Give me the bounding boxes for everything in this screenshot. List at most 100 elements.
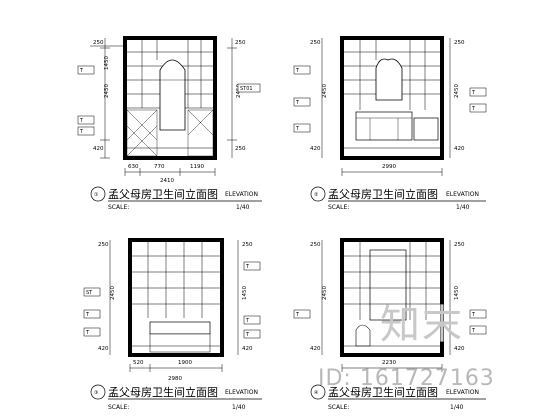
elevation-drawing-3: 250 2450 420 250 1450 420 520 1900 2980 …: [83, 238, 262, 411]
material-tag-left-1: T: [295, 68, 300, 74]
sink-cabinet: [149, 333, 211, 353]
tile-grid: [344, 242, 440, 320]
right-dim-3: 420: [454, 346, 465, 352]
left-dim-3: 420: [98, 346, 109, 352]
tile-grid: [344, 40, 440, 110]
elevation-panel-3: 250 2450 420 250 1450 420 520 1900 2980 …: [0, 210, 270, 415]
drawing-number-circle: [90, 384, 106, 400]
scale-label-2: SCALE:: [328, 204, 349, 211]
drawing-number: ①: [94, 192, 99, 198]
material-tag-right-3: T: [245, 332, 250, 338]
right-dim-3: 420: [454, 146, 465, 152]
left-dim-2: 2450: [322, 84, 328, 98]
bottom-dim-1: 630: [128, 164, 139, 170]
material-tag-left-1: ST: [86, 290, 93, 296]
right-dim-1: 250: [454, 40, 465, 46]
material-tag-left-1: T: [295, 312, 300, 318]
drawing-number: ③: [94, 390, 98, 396]
scale-value-1: 1/40: [236, 204, 250, 211]
material-tag-left-2: T: [295, 100, 300, 106]
counter-top: [149, 321, 211, 335]
material-tag-right-2: T: [471, 328, 476, 334]
material-tag-left-2: T: [85, 312, 90, 318]
scale-value: 1/40: [450, 404, 464, 411]
left-dim-3: 420: [310, 146, 321, 152]
elevation-label: ELEVATION: [225, 389, 258, 396]
drawing-title: 孟父母房卫生间立面图: [328, 187, 438, 201]
scale-label-1: SCALE:: [108, 204, 129, 211]
arched-mirror: [159, 59, 186, 131]
bottom-total: 2980: [168, 376, 182, 382]
left-dim-1: 1450: [104, 56, 110, 70]
material-tag-right-1: T: [471, 312, 476, 318]
elevation-label: ELEVATION: [446, 389, 479, 396]
drawing-title: 孟父母房卫生间立面图: [328, 385, 438, 399]
left-dim-2: 2450: [322, 286, 328, 300]
shower-glass: [369, 249, 407, 321]
drawing-number: ④: [314, 390, 319, 396]
material-tag-right-1: ST01: [240, 86, 253, 92]
drawing-number-circle: [310, 186, 326, 202]
left-dim-2: 2450: [110, 286, 116, 300]
right-dim-1: 250: [454, 242, 465, 248]
right-dim-1: 250: [235, 40, 246, 46]
left-dim-3: 420: [310, 346, 321, 352]
scale-label: SCALE:: [108, 404, 129, 411]
scale-row-top: SCALE: 1/40 SCALE: 1/40: [108, 204, 470, 211]
toilet: [355, 324, 371, 347]
tile-grid: [127, 40, 213, 109]
bottom-dim-1: 520: [133, 360, 144, 366]
drawing-title: 孟父母房卫生间立面图: [108, 385, 218, 399]
bottom-total: 2410: [160, 178, 174, 184]
bottom-dim-1: 2990: [382, 164, 396, 170]
watermark-id: ID: 161727163: [318, 366, 495, 391]
top-dim: 250: [98, 242, 109, 248]
elevation-label: ELEVATION: [446, 191, 479, 198]
left-dim-3: 420: [93, 146, 104, 152]
material-tag-right-2: T: [471, 106, 476, 112]
bathtub: [413, 117, 439, 141]
material-tag-left-1: T: [79, 68, 84, 74]
material-tag-right-1: T: [245, 264, 250, 270]
bottom-dim-1: 2230: [382, 360, 396, 366]
right-dim-2: 1450: [242, 286, 248, 300]
wall-frame: [128, 238, 224, 357]
wall-frame: [340, 36, 444, 160]
right-dim-2: 2450: [454, 84, 460, 98]
vanity-cabinet: [355, 111, 413, 141]
drawing-number-circle: [90, 186, 106, 202]
elevation-panel-1: 250 2450 1450 420 250 2450 250 630 770 1…: [0, 0, 270, 205]
bottom-dim-2: 1900: [178, 360, 192, 366]
ornate-mirror: [375, 58, 403, 101]
elevation-label: ELEVATION: [225, 191, 258, 198]
right-dim-3: 420: [242, 346, 253, 352]
top-dim: 250: [310, 242, 321, 248]
diagonal-tile-zone: [126, 109, 214, 157]
material-tag-right-1: T: [471, 90, 476, 96]
elevation-drawing-2: 250 2450 420 250 2450 420 2990 T T T T T…: [293, 36, 487, 202]
wall-frame: [123, 36, 217, 160]
material-tag-right-2: T: [245, 318, 250, 324]
drawing-title: 孟父母房卫生间立面图: [108, 187, 218, 201]
scale-label: SCALE:: [328, 404, 349, 411]
bottom-dim-3: 1190: [190, 164, 204, 170]
drawing-number: ②: [314, 192, 319, 198]
scale-value-2: 1/40: [456, 204, 470, 211]
elevation-drawing-4: 250 2450 420 250 1450 420 2230 T T T ④ 孟…: [293, 238, 487, 411]
elevation-panel-4: 250 2450 420 250 1450 420 2230 T T T ④ 孟…: [270, 210, 540, 415]
watermark-logo: 知末: [380, 302, 464, 348]
bottom-dim-2: 770: [154, 164, 165, 170]
top-dim: 250: [93, 40, 104, 46]
elevation-panel-2: 250 2450 420 250 2450 420 2990 T T T T T…: [270, 0, 540, 205]
material-tag-left-2: T: [79, 118, 84, 124]
right-dim-3: 250: [235, 146, 246, 152]
right-dim-1: 250: [242, 242, 253, 248]
right-dim-2: 1450: [454, 286, 460, 300]
left-dim-2: 2450: [104, 84, 110, 98]
material-tag-left-3: T: [85, 330, 90, 336]
wall-frame: [340, 238, 444, 357]
scale-value: 1/40: [232, 404, 246, 411]
elevation-drawing-1: 250 2450 1450 420 250 2450 250 630 770 1…: [77, 36, 262, 202]
material-tag-left-3: T: [79, 129, 84, 135]
